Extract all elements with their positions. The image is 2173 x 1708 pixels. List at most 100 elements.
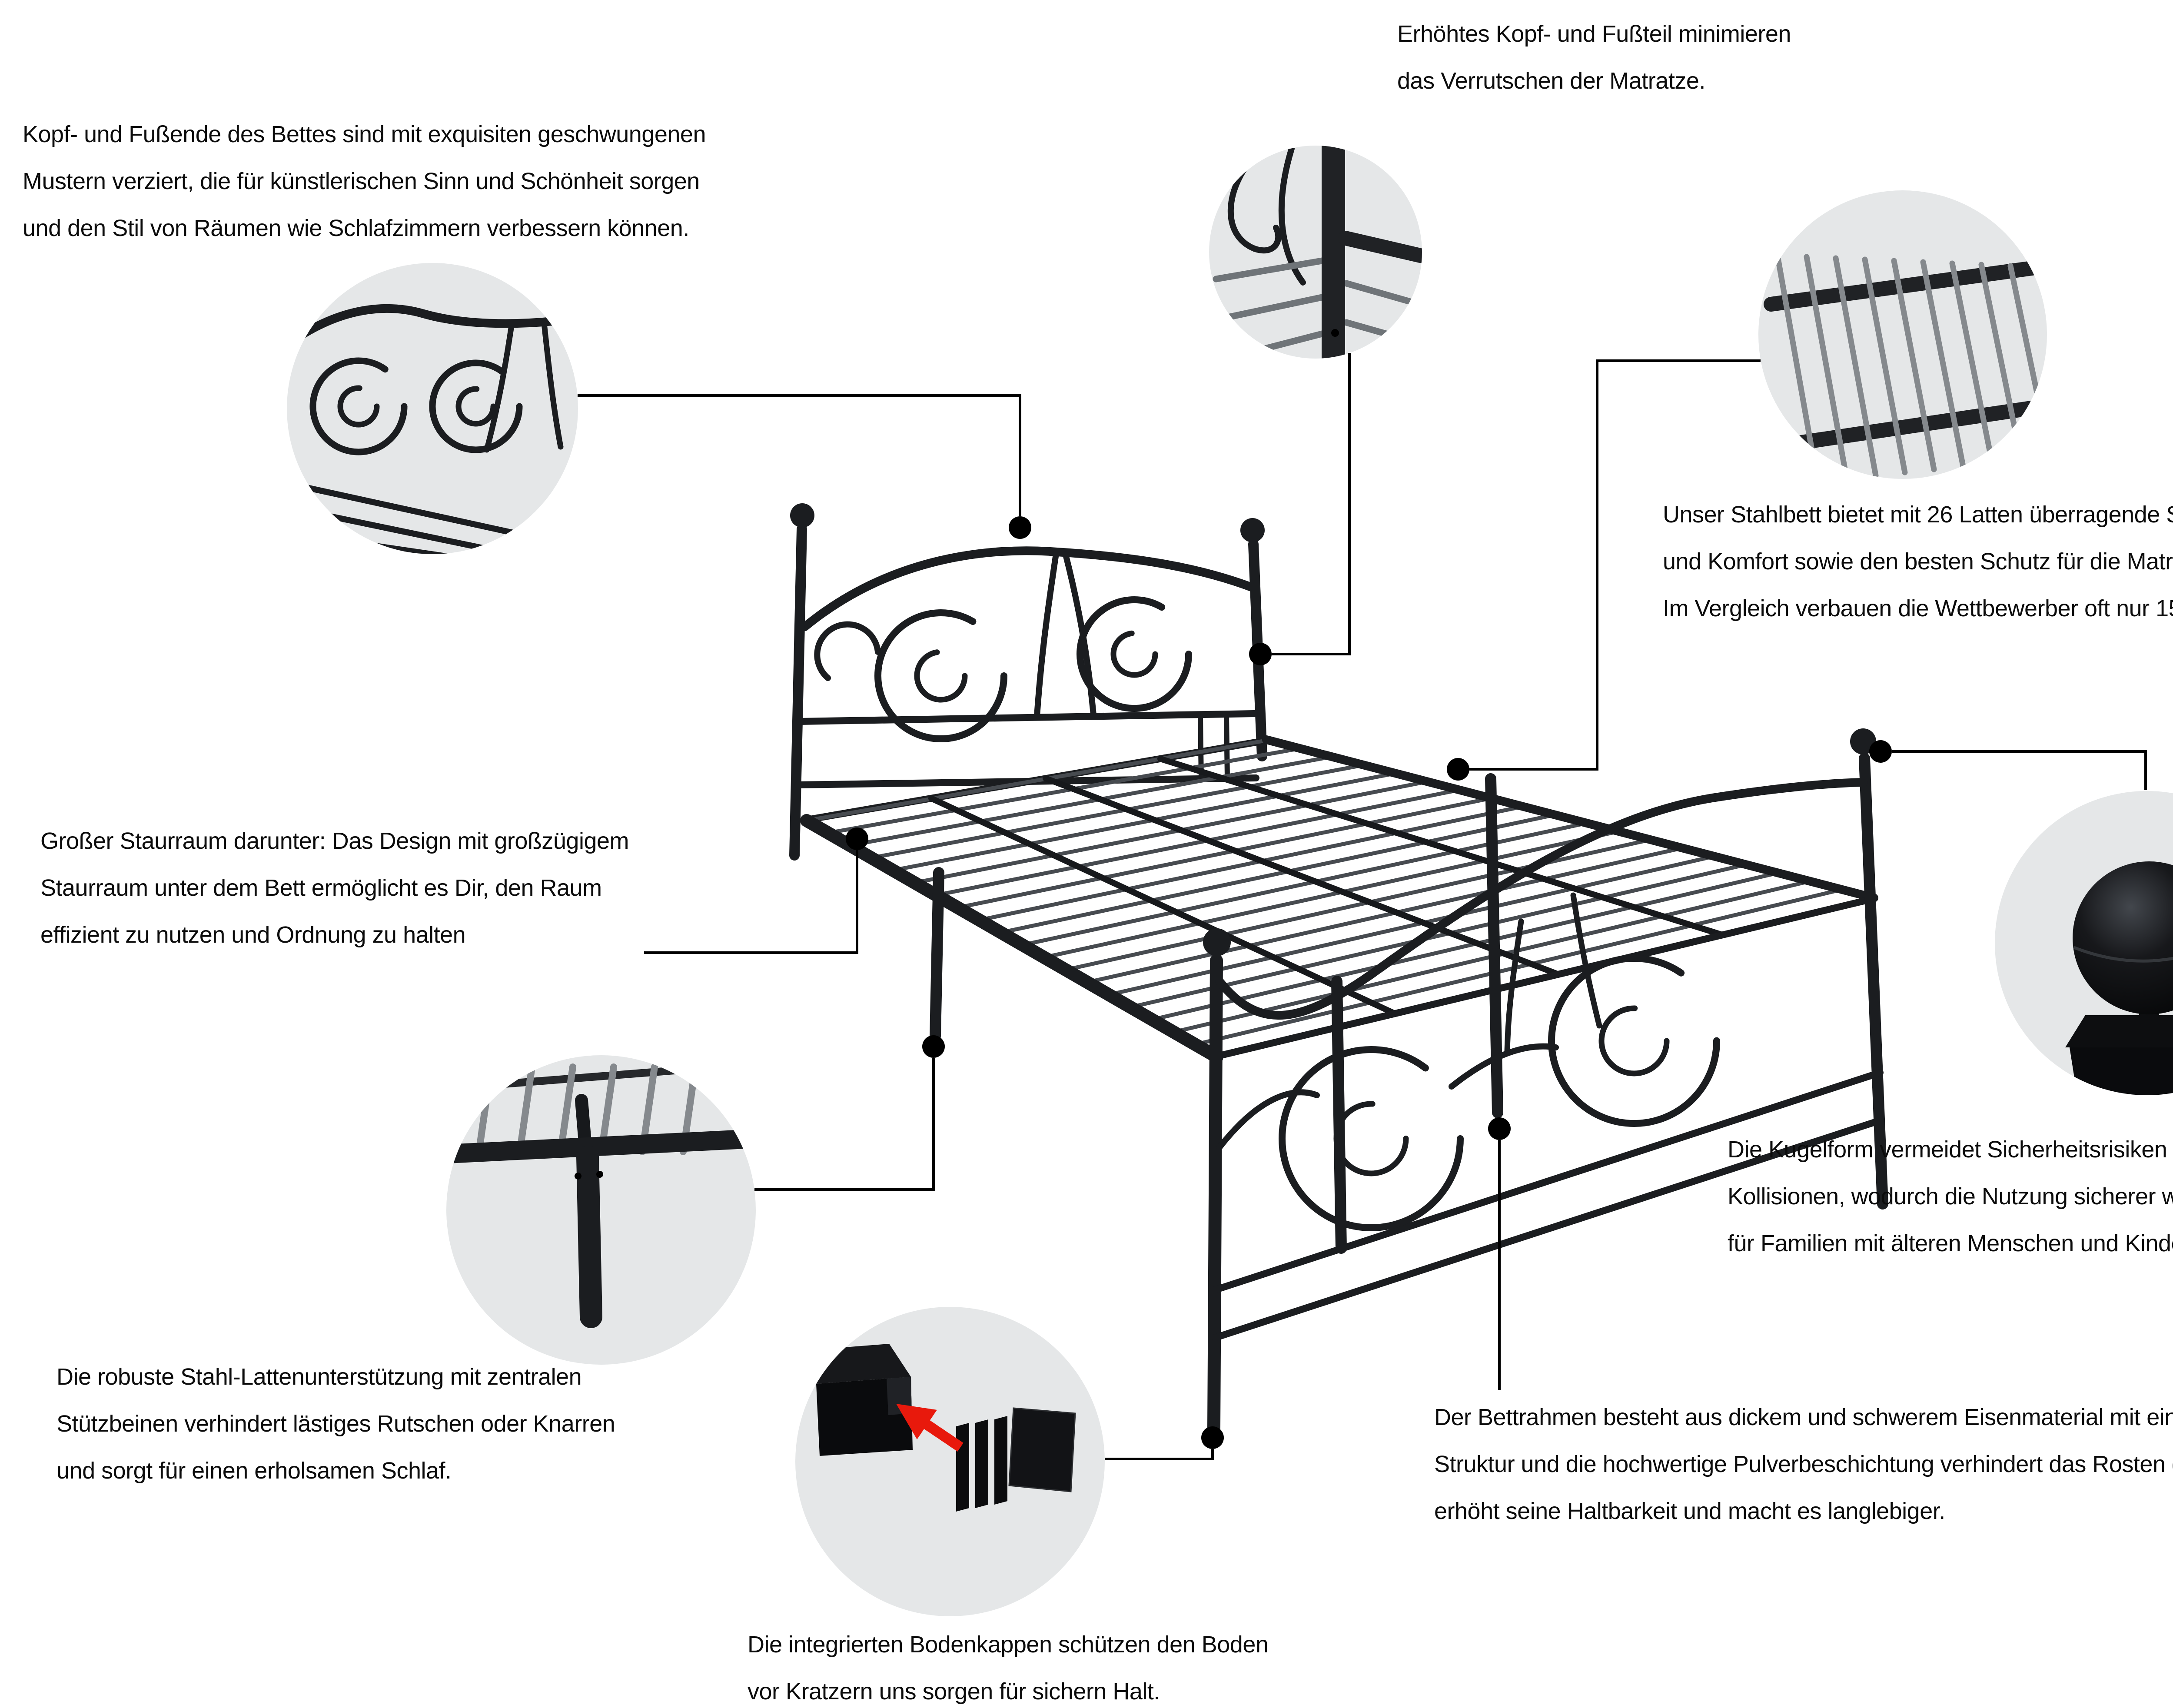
annotation-line: Im Vergleich verbauen die Wettbewerber o…	[1663, 595, 2173, 621]
red-arrow-head	[896, 1404, 937, 1439]
connector-center-support	[754, 1058, 935, 1191]
callout-dot	[1447, 758, 1469, 781]
headboard-scroll-right	[1077, 596, 1192, 712]
slat-deck	[800, 735, 1878, 1254]
annotation-line: Unser Stahlbett bietet mit 26 Latten übe…	[1663, 502, 2173, 528]
slat-line	[1920, 259, 1966, 469]
annotation-line: vor Kratzern uns sorgen für sichern Halt…	[748, 1678, 1160, 1705]
connector-floor-cap	[1105, 1449, 1214, 1460]
headboard-left-post	[789, 524, 807, 861]
slat-line	[847, 755, 1332, 847]
footboard-scroll-right	[1548, 955, 1720, 1127]
bed-frame	[789, 503, 1888, 1436]
annotation-top-middle: Erhöhtes Kopf- und Fußteil minimieren da…	[1397, 10, 1791, 104]
annotation-line: Großer Staurraum darunter: Das Design mi…	[40, 828, 629, 854]
frame-corner-detail-circle	[1209, 146, 1422, 359]
footboard	[1203, 728, 1888, 1436]
annotation-mid-right: Die Kugelform vermeidet Sicherheitsrisik…	[1728, 1126, 2173, 1267]
deck-center-leg	[1331, 976, 1347, 1254]
callout-dot	[1488, 1117, 1511, 1140]
red-arrow-shaft	[923, 1419, 964, 1452]
annotation-line: das Verrutschen der Matratze.	[1397, 68, 1705, 94]
callout-dot	[1201, 1426, 1224, 1449]
deck-near-rail	[800, 814, 1223, 1063]
ball-finial	[2073, 861, 2173, 1014]
footboard-right-knob	[1850, 728, 1876, 754]
footboard-right-post	[1859, 753, 1888, 1210]
headboard-left-knob	[790, 503, 814, 528]
slat-line	[1150, 871, 1779, 1022]
annotation-line: und sorgt für einen erholsamen Schlaf.	[56, 1458, 452, 1484]
annotation-line: Die robuste Stahl-Lattenunterstützung mi…	[56, 1364, 582, 1390]
annotation-bottom-right: Der Bettrahmen besteht aus dickem und sc…	[1434, 1394, 2173, 1535]
slat-line	[557, 1063, 576, 1155]
slat-grid-slats	[1774, 253, 2047, 479]
connector-frame-corner	[1272, 353, 1351, 655]
slat-line	[1833, 255, 1879, 479]
annotation-line: Stützbeinen verhindert lästiges Rutschen…	[56, 1411, 615, 1437]
annotation-top-left: Kopf- und Fußende des Bettes sind mit ex…	[23, 111, 706, 252]
annotation-line: effizient zu nutzen und Ordnung zu halte…	[40, 922, 466, 948]
callout-dots	[846, 516, 1892, 1449]
annotation-line: Mustern verziert, die für künstlerischen…	[23, 168, 700, 194]
slat-line	[869, 763, 1364, 860]
footboard-left-post	[1207, 954, 1223, 1436]
annotation-line: Die integrierten Bodenkappen schützen de…	[748, 1632, 1269, 1658]
slat-grid-detail-circle	[1758, 190, 2047, 479]
annotation-bottom-middle: Die integrierten Bodenkappen schützen de…	[748, 1621, 1269, 1708]
headboard-right-knob	[1240, 518, 1265, 542]
slat-line	[826, 747, 1300, 835]
headboard-arch-rail	[801, 546, 1257, 631]
annotation-line: Erhöhtes Kopf- und Fußteil minimieren	[1397, 21, 1791, 47]
deck-far-rail	[1262, 735, 1878, 902]
connector-slat-grid	[1469, 359, 1761, 771]
slat-line	[999, 813, 1555, 935]
slat-line	[912, 780, 1428, 885]
annotation-line: für Familien mit älteren Menschen und Ki…	[1728, 1230, 2173, 1256]
callout-dot	[1009, 516, 1031, 539]
annotation-line: Struktur und die hochwertige Pulverbesch…	[1434, 1451, 2173, 1477]
annotation-line: Kollisionen, wodurch die Nutzung sichere…	[1728, 1183, 2173, 1210]
floor-cap-plug-face	[1008, 1407, 1076, 1492]
footboard-scroll-left	[1279, 1046, 1464, 1231]
annotation-line: erhöht seine Haltbarkeit und macht es la…	[1434, 1498, 1945, 1524]
connector-headboard-scroll	[578, 394, 1021, 516]
slat-line	[1949, 260, 1995, 466]
slat-line	[804, 738, 1268, 823]
slat-line	[934, 788, 1459, 897]
footboard-left-knob	[1203, 928, 1231, 956]
annotation-line: Die Kugelform vermeidet Sicherheitsrisik…	[1728, 1136, 2173, 1163]
slat-line	[1063, 838, 1651, 972]
slat-grid-detail-art	[1759, 253, 2047, 479]
annotation-line: Der Bettrahmen besteht aus dickem und sc…	[1434, 1404, 2173, 1430]
annotation-right: Unser Stahlbett bietet mit 26 Latten übe…	[1663, 491, 2173, 632]
slat-line	[1193, 887, 1843, 1047]
annotation-line: und Komfort sowie den besten Schutz für …	[1663, 548, 2173, 575]
annotation-mid-left: Großer Staurraum darunter: Das Design mi…	[40, 817, 629, 958]
annotation-bottom-left: Die robuste Stahl-Lattenunterstützung mi…	[56, 1353, 615, 1494]
slat-line	[1107, 854, 1715, 997]
slat-line	[1085, 846, 1684, 984]
headboard	[789, 503, 1267, 861]
slat-line	[956, 796, 1492, 910]
footboard-arch-rail	[1215, 778, 1868, 1020]
deck-foot-rail	[1214, 895, 1877, 1060]
deck-near-support-leg	[930, 867, 944, 1042]
callout-connectors	[578, 353, 2147, 1460]
ball-finial-detail-art	[2065, 861, 2173, 1095]
callout-dot	[922, 1035, 945, 1058]
connector-storage-space	[644, 850, 858, 954]
slat-line	[1774, 253, 1821, 479]
slat-line	[1128, 863, 1748, 1009]
slat-line	[1862, 256, 1908, 475]
slat-line	[1042, 830, 1619, 960]
headboard-scroll-left	[874, 609, 1007, 742]
slat-line	[1891, 258, 1937, 472]
annotation-line: Kopf- und Fußende des Bettes sind mit ex…	[23, 121, 706, 147]
slat-line	[1804, 254, 1850, 479]
callout-dot	[1869, 740, 1892, 763]
annotation-line: und den Stil von Räumen wie Schlafzimmer…	[23, 215, 689, 241]
callout-dot	[1249, 643, 1272, 665]
